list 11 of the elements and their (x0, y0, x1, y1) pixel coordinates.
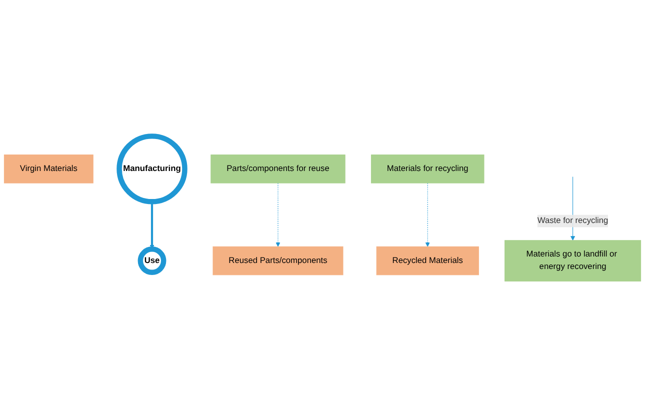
arrow (425, 183, 430, 248)
node-circle: Use (138, 246, 166, 276)
node-box: Recycled Materials (376, 246, 479, 276)
node-box: Reused Parts/components (212, 246, 344, 276)
node-box: Virgin Materials (4, 154, 94, 184)
node-circle: Manufacturing (116, 134, 188, 205)
node-box: Parts/components for reuse (210, 154, 346, 184)
arrow (276, 183, 280, 248)
node-box: Materials for recycling (370, 154, 484, 184)
node-box: Materials go to landfill or energy recovering (504, 240, 642, 282)
edge-label: Waste for recycling (537, 216, 608, 226)
